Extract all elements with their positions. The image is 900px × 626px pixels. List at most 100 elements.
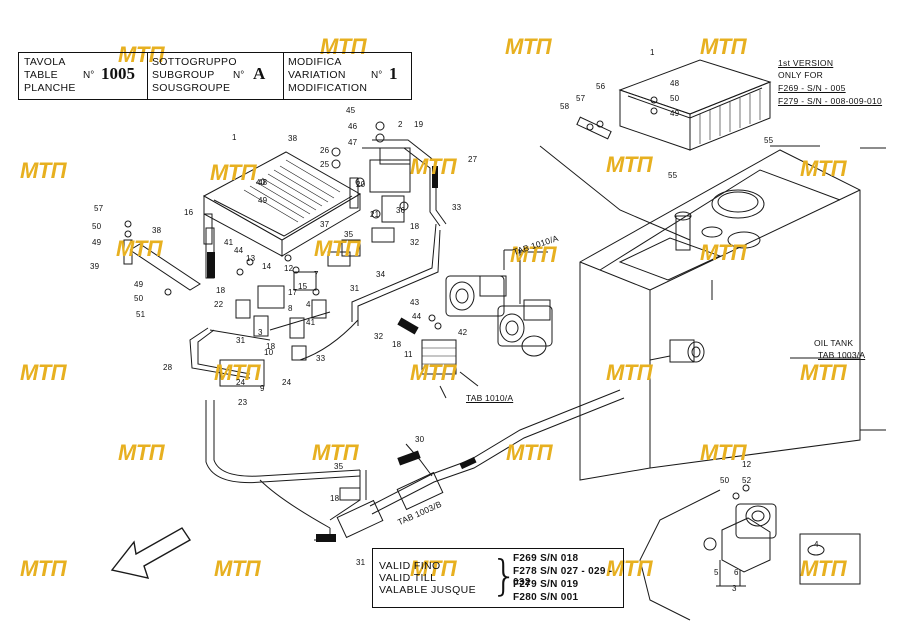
part-callout-number: 38 (152, 226, 162, 235)
watermark-logo: МТП (20, 556, 67, 581)
part-callout-number: 13 (246, 254, 256, 263)
part-callout-number: 6 (734, 568, 739, 577)
part-callout-number: 14 (262, 262, 272, 271)
validity-serial: F278 S/N 027 - 029 - 032 (513, 566, 613, 588)
part-callout-number: 38 (288, 134, 298, 143)
part-callout-number: 33 (452, 203, 462, 212)
part-callout-number: 31 (356, 558, 366, 567)
header-label: VARIATION (288, 69, 346, 81)
header-number-sign: N° (83, 70, 95, 81)
part-callout-number: 22 (214, 300, 224, 309)
part-callout-number: 17 (288, 288, 298, 297)
part-callout-number: 24 (282, 378, 292, 387)
part-callout-number: 41 (306, 318, 316, 327)
part-callout-number: 19 (414, 120, 424, 129)
part-callout-number: 8 (288, 304, 293, 313)
part-callout-number: 1 (232, 133, 237, 142)
part-callout-number: 50 (92, 222, 102, 231)
watermark-logo: МТП (506, 440, 553, 465)
part-callout-number: 28 (163, 363, 173, 372)
watermark-logo: МТП (320, 34, 367, 59)
validity-label: VALID FINO (379, 560, 441, 572)
part-callout-number: 3 (258, 328, 263, 337)
part-callout-number: 7 (314, 270, 319, 279)
version-note-line: F269 - S/N - 005 (778, 83, 846, 93)
header-subgroup-letter: A (253, 64, 266, 83)
watermark-logo: МТП (214, 556, 261, 581)
part-callout-number: 10 (264, 348, 274, 357)
validity-box: VALID FINO VALID TILL VALABLE JUSQUE } F… (372, 548, 624, 608)
part-callout-number: 50 (134, 294, 144, 303)
header-number-sign: N° (371, 70, 383, 81)
watermark-logo: МТП (700, 240, 747, 265)
watermark-logo: МТП (20, 158, 67, 183)
part-callout-number: 32 (410, 238, 420, 247)
header-variation-cell: MODIFICA VARIATION MODIFICATION N° 1 (283, 53, 410, 99)
version-note-line: ONLY FOR (778, 70, 824, 80)
header-label: TABLE (24, 69, 58, 81)
part-callout-number: 30 (415, 435, 425, 444)
part-callout-number: 18 (330, 494, 340, 503)
part-callout-number: 4 (814, 540, 819, 549)
part-callout-number: 4 (306, 300, 311, 309)
validity-serial: F280 S/N 001 (513, 592, 579, 603)
part-callout-number: 43 (410, 298, 420, 307)
validity-label: VALID TILL (379, 572, 437, 584)
watermark-logo: МТП (118, 42, 165, 67)
part-callout-number: 44 (234, 246, 244, 255)
header-label: MODIFICATION (288, 82, 368, 94)
watermark-logo: МТП (312, 440, 359, 465)
validity-label: VALABLE JUSQUE (379, 584, 477, 596)
header-label: SOTTOGRUPPO (152, 56, 237, 68)
watermark-logo: МТП (314, 236, 361, 261)
part-callout-number: 31 (350, 284, 360, 293)
part-callout-number: 15 (298, 282, 308, 291)
part-callout-number: 58 (560, 102, 570, 111)
header-label: TAVOLA (24, 56, 66, 68)
part-callout-number: 20 (356, 180, 366, 189)
part-callout-number: 21 (370, 210, 380, 219)
header-subgroup-cell: SOTTOGRUPPO SUBGROUP SOUSGROUPE N° A (147, 53, 284, 99)
part-callout-number: 5 (714, 568, 719, 577)
reference-label: TAB 1003/A (818, 350, 866, 360)
part-callout-number: 47 (348, 138, 358, 147)
watermark-logo: МТП (800, 360, 847, 385)
part-callout-number: 46 (348, 122, 358, 131)
part-callout-number: 31 (236, 336, 246, 345)
watermark-logo: МТП (606, 360, 653, 385)
watermark-logo: МТП (118, 440, 165, 465)
header-number-sign: N° (233, 70, 245, 81)
part-callout-number: 50 (720, 476, 730, 485)
watermark-logo: МТП (410, 556, 457, 581)
radiator-first-version (576, 59, 772, 151)
part-callout-number: 35 (334, 462, 344, 471)
oil-tank (579, 149, 861, 481)
part-callout-number: 57 (94, 204, 104, 213)
reference-label: OIL TANK (814, 338, 854, 348)
part-callout-number: 42 (458, 328, 468, 337)
watermark-logo: МТП (700, 440, 747, 465)
part-callout-number: 34 (376, 270, 386, 279)
version-note-line: 1st VERSION (778, 58, 834, 68)
part-callout-number: 57 (576, 94, 586, 103)
part-callout-number: 18 (410, 222, 420, 231)
watermark-logo: МТП (410, 360, 457, 385)
part-callout-number: 48 (258, 178, 268, 187)
part-callout-number: 55 (668, 171, 678, 180)
part-callout-number: 49 (258, 196, 268, 205)
part-callout-number: 25 (320, 160, 330, 169)
header-table-cell: TAVOLA TABLE PLANCHE N° 1005 (19, 53, 148, 99)
part-callout-number: 41 (224, 238, 234, 247)
part-callout-number: 9 (260, 384, 265, 393)
watermark-logo: МТП (800, 156, 847, 181)
radiator-main (202, 151, 361, 257)
header-label: MODIFICA (288, 56, 342, 68)
part-callout-number: 2 (398, 120, 403, 129)
watermark-logo: МТП (505, 34, 552, 59)
part-callout-number: 37 (320, 220, 330, 229)
header-label: SUBGROUP (152, 69, 215, 81)
drawing-header-table: TAVOLA TABLE PLANCHE N° 1005 SOTTOGRUPPO… (18, 52, 412, 100)
part-callout-number: 12 (742, 460, 752, 469)
version-note-line: F279 - S/N - 008-009-010 (778, 96, 883, 106)
